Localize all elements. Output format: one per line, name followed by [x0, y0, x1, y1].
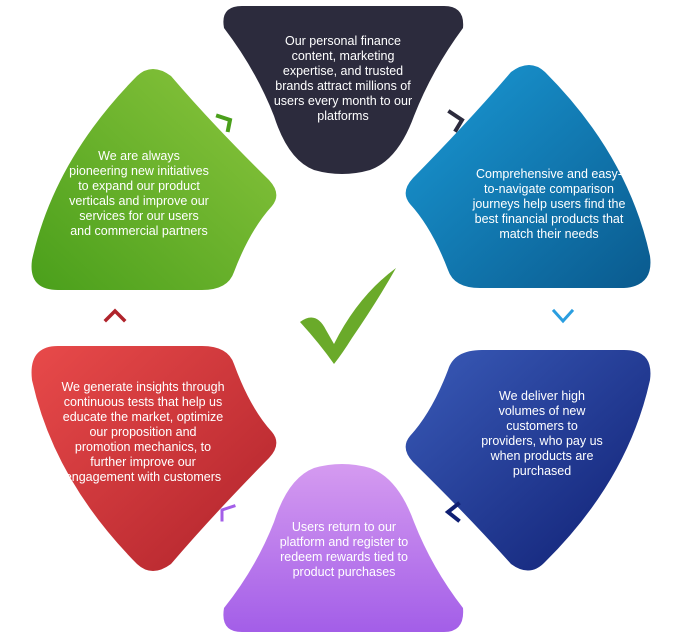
step-text: Our personal finance content, marketing …: [273, 34, 413, 123]
step-text: We generate insights through continuous …: [61, 379, 225, 484]
step-text: We deliver high volumes of new customers…: [481, 389, 603, 478]
step-text-top: Our personal finance content, marketing …: [270, 30, 416, 128]
chevron-icon: [447, 109, 465, 133]
step-text: We are always pioneering new initiatives…: [69, 149, 209, 238]
checkmark-icon: [300, 268, 396, 364]
step-text: Comprehensive and easy-to-navigate compa…: [472, 166, 626, 241]
segment-right-bottom: [405, 350, 651, 571]
chevron-down-icon: [551, 308, 575, 324]
chevron-icon: [444, 501, 461, 523]
step-text-bottom: Users return to our platform and registe…: [270, 512, 418, 588]
chevron-icon: [215, 113, 233, 133]
chevron-icon: [220, 504, 236, 522]
chevron-up-icon: [103, 308, 127, 323]
step-text-left-bottom: We generate insights through continuous …: [60, 360, 226, 504]
segment-right-top: [405, 65, 651, 288]
segment-left-top: [31, 69, 277, 290]
segment-top: [223, 6, 464, 174]
step-text-left-top: We are always pioneering new initiatives…: [68, 130, 210, 258]
step-text: Users return to our platform and registe…: [279, 520, 409, 579]
step-text-right-top: Comprehensive and easy-to-navigate compa…: [470, 152, 628, 256]
step-text-right-bottom: We deliver high volumes of new customers…: [478, 386, 606, 482]
segment-left-bottom: [31, 346, 277, 571]
segment-bottom: [223, 464, 464, 632]
